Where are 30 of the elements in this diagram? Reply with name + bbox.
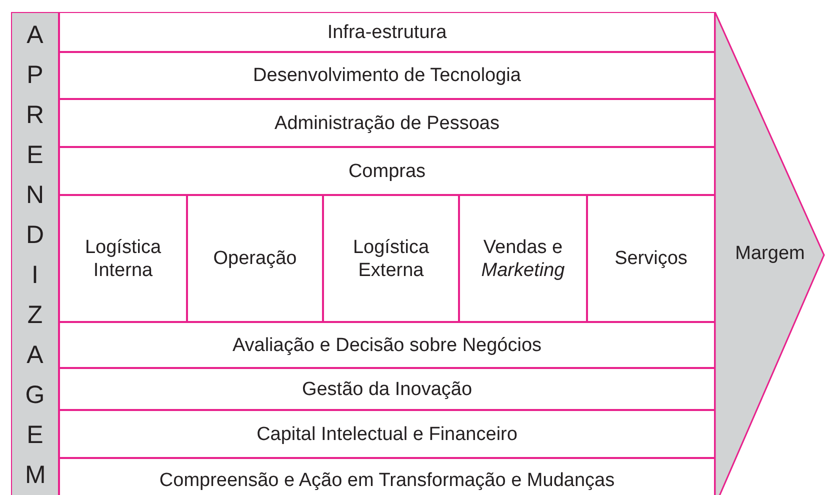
activity-band <box>59 322 715 368</box>
activity-cell <box>187 195 323 322</box>
activity-band <box>59 99 715 147</box>
node-label: Desenvolvimento de Tecnologia <box>252 64 522 87</box>
activity-band <box>59 368 715 410</box>
node-label: Compras <box>347 160 427 182</box>
activity-band <box>59 147 715 195</box>
node-label: APRENDIZAGEM <box>25 20 45 491</box>
node-label: Gestão da Inovação <box>300 378 474 400</box>
node-label: Serviços <box>614 247 688 270</box>
activity-band <box>59 12 715 52</box>
node-label: Avaliação e Decisão sobre Negócios <box>231 334 543 356</box>
activity-cell <box>587 195 715 322</box>
node-label: Logística Externa <box>352 236 430 282</box>
node-label: Operação <box>212 247 298 270</box>
node-label: Infra-estrutura <box>326 20 448 44</box>
activity-cell <box>459 195 587 322</box>
activity-cell <box>323 195 459 322</box>
node-label: Compreensão e Ação em Transformação e Mudanças <box>158 468 616 492</box>
node-label: Logística Interna <box>84 236 162 282</box>
activity-band <box>59 458 715 495</box>
activity-cell <box>59 195 187 322</box>
vertical-band <box>11 12 59 495</box>
node-label: Administração de Pessoas <box>274 112 500 134</box>
node-label: Margem <box>734 242 806 264</box>
activity-band <box>59 410 715 458</box>
margin-arrow <box>715 12 825 495</box>
node-label: Capital Intelectual e Financeiro <box>256 422 518 446</box>
node-label: Vendas e Marketing <box>480 236 566 282</box>
activity-band <box>59 52 715 99</box>
